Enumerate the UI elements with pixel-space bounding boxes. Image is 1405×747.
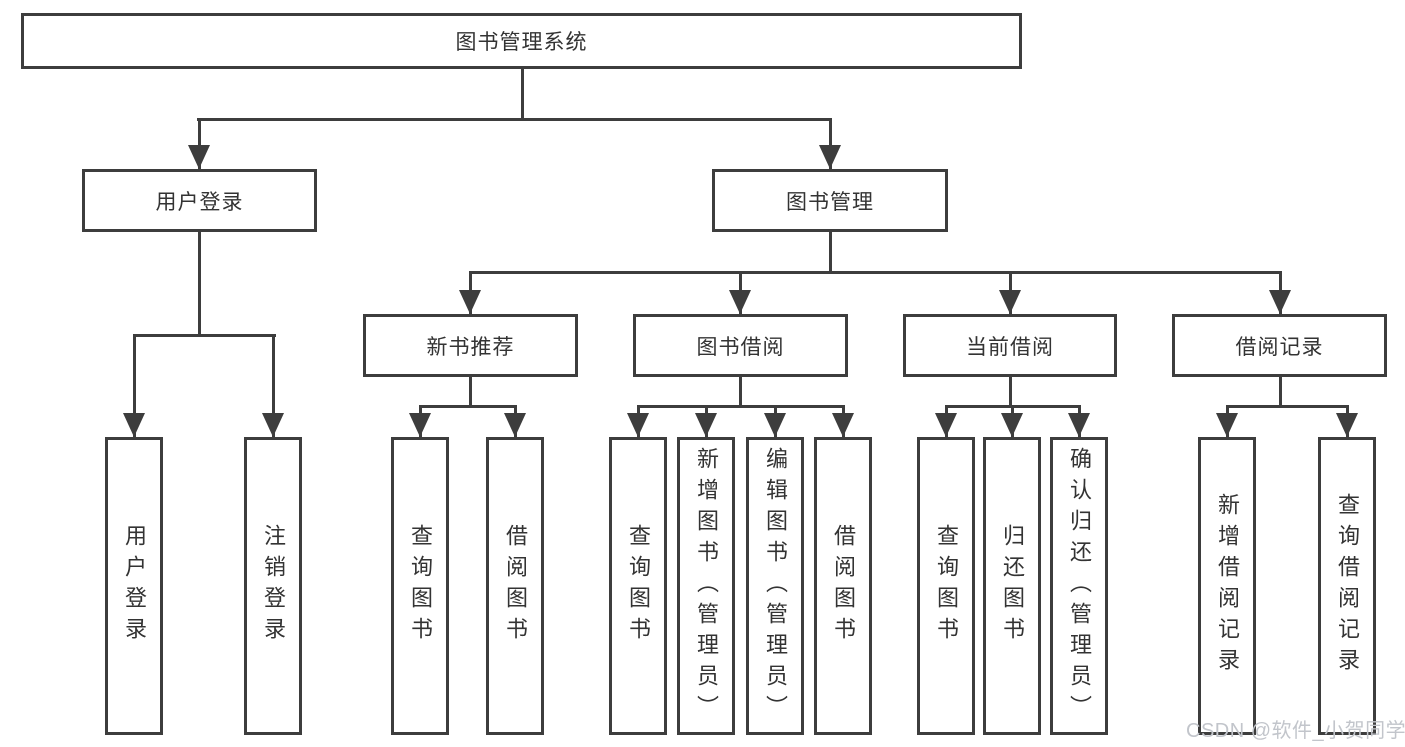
leaf-add-books-admin: 新增图书（管理员）	[677, 437, 735, 735]
arrowhead-down-icon	[1336, 413, 1358, 437]
leaf-label: 新增借阅记录	[1215, 493, 1240, 679]
node-book-borrow: 图书借阅	[633, 314, 848, 377]
node-new-book-recommend: 新书推荐	[363, 314, 578, 377]
leaf-logout: 注销登录	[244, 437, 302, 735]
leaf-label: 查询图书	[408, 524, 433, 648]
arrowhead-down-icon	[1001, 413, 1023, 437]
leaf-label: 归还图书	[1000, 524, 1025, 648]
arrowhead-down-icon	[935, 413, 957, 437]
leaf-label: 用户登录	[122, 524, 147, 648]
arrowhead-down-icon	[409, 413, 431, 437]
connector-line	[196, 117, 832, 121]
connector-line	[132, 333, 276, 337]
arrowhead-down-icon	[504, 413, 526, 437]
arrowhead-down-icon	[695, 413, 717, 437]
node-label: 用户登录	[155, 190, 244, 214]
leaf-label: 借阅图书	[831, 524, 856, 648]
connector-line	[1278, 377, 1282, 406]
node-label: 借阅记录	[1235, 335, 1324, 359]
arrowhead-down-icon	[764, 413, 786, 437]
leaf-borrow-books-newbook: 借阅图书	[486, 437, 544, 735]
leaf-label: 编辑图书（管理员）	[763, 446, 788, 726]
node-label: 新书推荐	[426, 335, 515, 359]
node-borrow-records: 借阅记录	[1172, 314, 1387, 377]
node-label: 当前借阅	[966, 335, 1054, 359]
leaf-query-books-current: 查询图书	[917, 437, 975, 735]
leaf-label: 查询图书	[626, 524, 651, 648]
arrowhead-down-icon	[123, 413, 145, 437]
arrowhead-down-icon	[729, 290, 751, 314]
node-label: 图书管理	[786, 190, 874, 214]
arrowhead-down-icon	[819, 145, 841, 169]
connector-line	[271, 335, 275, 437]
arrowhead-down-icon	[832, 413, 854, 437]
connector-line	[738, 377, 742, 406]
leaf-confirm-return-admin: 确认归还（管理员）	[1050, 437, 1108, 735]
arrowhead-down-icon	[1068, 413, 1090, 437]
leaf-query-books-borrow: 查询图书	[609, 437, 667, 735]
node-library-system-root: 图书管理系统	[21, 13, 1022, 69]
arrowhead-down-icon	[627, 413, 649, 437]
node-label: 图书管理系统	[455, 31, 588, 54]
leaf-return-books: 归还图书	[983, 437, 1041, 735]
csdn-watermark: CSDN @软件_小贺同学	[1186, 720, 1405, 742]
leaf-label: 借阅图书	[503, 524, 528, 648]
leaf-label: 查询借阅记录	[1335, 493, 1360, 679]
arrowhead-down-icon	[999, 290, 1021, 314]
leaf-query-books-newbook: 查询图书	[391, 437, 449, 735]
leaf-borrow-books: 借阅图书	[814, 437, 872, 735]
connector-line	[520, 68, 524, 119]
arrowhead-down-icon	[262, 413, 284, 437]
arrowhead-down-icon	[1269, 290, 1291, 314]
connector-line	[468, 377, 472, 406]
arrowhead-down-icon	[1216, 413, 1238, 437]
connector-line	[468, 270, 1282, 274]
connector-line	[636, 404, 845, 408]
connector-line	[197, 232, 201, 336]
leaf-label: 确认归还（管理员）	[1067, 446, 1092, 726]
leaf-label: 注销登录	[261, 524, 286, 648]
connector-line	[1008, 377, 1012, 406]
node-label: 图书借阅	[696, 335, 785, 359]
leaf-label: 新增图书（管理员）	[694, 446, 719, 726]
leaf-user-login: 用户登录	[105, 437, 163, 735]
connector-line	[828, 119, 832, 169]
arrowhead-down-icon	[459, 290, 481, 314]
node-user-login: 用户登录	[82, 169, 317, 232]
leaf-add-borrow-record: 新增借阅记录	[1198, 437, 1256, 735]
connector-line	[418, 404, 517, 408]
node-current-borrow: 当前借阅	[903, 314, 1117, 377]
leaf-edit-books-admin: 编辑图书（管理员）	[746, 437, 804, 735]
connector-line	[197, 119, 201, 169]
connector-line	[828, 232, 832, 273]
arrowhead-down-icon	[188, 145, 210, 169]
connector-line	[132, 335, 136, 437]
leaf-query-borrow-record: 查询借阅记录	[1318, 437, 1376, 735]
connector-line	[1225, 404, 1349, 408]
leaf-label: 查询图书	[934, 524, 959, 648]
node-book-management: 图书管理	[712, 169, 948, 232]
